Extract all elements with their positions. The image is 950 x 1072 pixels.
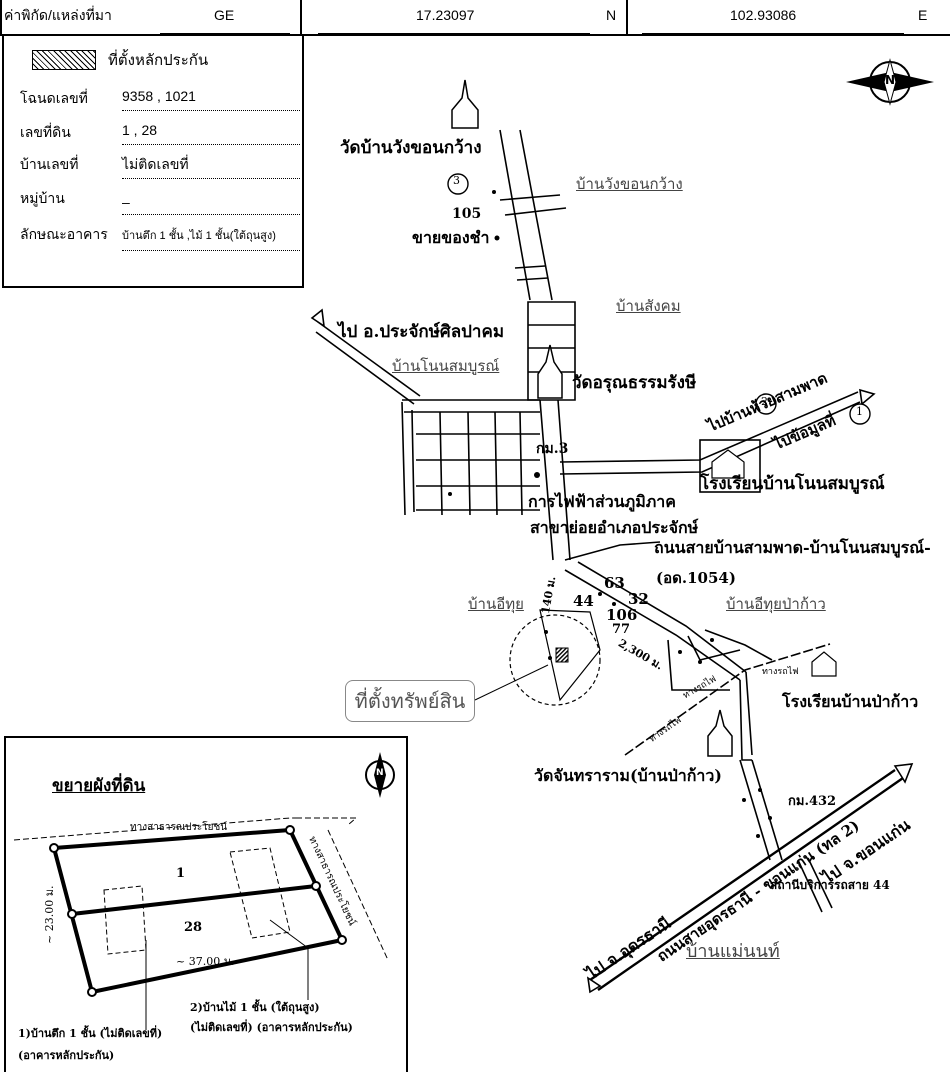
hatch-label: ที่ตั้งหลักประกัน: [108, 52, 209, 69]
inset-compass-icon: [365, 752, 395, 798]
label-105: 105: [452, 206, 482, 222]
label-km3: กม.3: [536, 441, 569, 457]
road-main: [539, 399, 571, 561]
inset-road-top: ทางสาธารณประโยชน์: [130, 822, 228, 833]
land-plot-divider: [71, 884, 317, 916]
hatch-swatch: [32, 50, 96, 70]
stupa-icon: [537, 344, 563, 399]
road-prachak: [315, 321, 421, 405]
inset-dim-height: ~ 23.00 ม.: [43, 885, 56, 944]
label-station: สถานีบริการรถสาย 44: [770, 878, 890, 892]
label-63: 63: [604, 574, 625, 592]
latitude-value: 17.23097: [416, 7, 475, 23]
label-road-1054-code: (อด.1054): [656, 569, 736, 587]
inset-compass-n: N: [376, 768, 384, 778]
label-pea-2: สาขาย่อยอำเภอประจักษ์: [530, 518, 699, 537]
inset-lot-1: 1: [176, 866, 186, 881]
label-ban-ithui-pa: บ้านอีทุยป่าก้าว: [726, 595, 826, 613]
divider: [122, 110, 300, 111]
inset-title: ขยายผังที่ดิน: [52, 776, 146, 796]
coord-source-value: GE: [214, 7, 235, 23]
divider: [300, 0, 302, 34]
divider: [0, 0, 2, 34]
inset-note-2b: (ไม่ติดเลขที่) (อาคารหลักประกัน): [190, 1021, 353, 1034]
label-32: 32: [628, 590, 649, 608]
road-1054: [564, 561, 747, 681]
label-ban-wang: บ้านวังขอนกว้าง: [576, 175, 683, 193]
railway: [624, 643, 831, 756]
arrow-udon: [586, 976, 602, 994]
highway: [589, 769, 904, 991]
circle-3-text: 3: [453, 174, 460, 187]
label-ban-sangkhom: บ้านสังคม: [616, 297, 681, 315]
label-ban-ithui: บ้านอีทุย: [468, 595, 524, 613]
label-ban-maenon: บ้านแม่นนท์: [686, 941, 780, 962]
house-no-value: ไม่ติดเลขที่: [122, 156, 189, 172]
building-label: ลักษณะอาคาร: [20, 226, 108, 242]
label-wat-wang: วัดบ้านวังขอนกว้าง: [340, 138, 482, 158]
deed-label: โฉนดเลขที่: [20, 90, 88, 106]
circle-2-text: 2: [761, 395, 768, 408]
inset-note-2a: 2)บ้านไม้ 1 ชั้น (ใต้ถุนสูง): [190, 1001, 320, 1014]
divider: [160, 33, 290, 34]
stupa-icon: [707, 709, 733, 757]
circle-marker-1: [849, 403, 871, 425]
house-no-label: บ้านเลขที่: [20, 156, 79, 172]
school-icon: [811, 651, 837, 677]
arrow-huaisam: [859, 388, 876, 406]
label-pea-1: การไฟฟ้าส่วนภูมิภาค: [528, 492, 676, 511]
compass-n-label: N: [885, 73, 896, 87]
label-106: 106: [606, 606, 638, 624]
road-north: [499, 129, 553, 301]
divider: [122, 178, 300, 179]
village-label: หมู่บ้าน: [20, 190, 65, 206]
divider: [122, 144, 300, 145]
village-value: –: [122, 194, 130, 210]
label-rail-1: ทางรถไฟ: [762, 667, 799, 677]
stupa-icon: [451, 79, 479, 129]
inset-lot-28: 28: [184, 920, 203, 935]
label-wat-arun: วัดอรุณธรรมรังษี: [572, 373, 697, 393]
label-shop: ขายของชำ: [412, 228, 490, 247]
label-44: 44: [573, 592, 594, 610]
arrow-khonkaen: [893, 763, 914, 784]
circle-marker-3: [447, 173, 469, 195]
longitude-value: 102.93086: [730, 7, 797, 23]
circle-1-text: 1: [856, 405, 863, 418]
circle-marker-2: [755, 393, 777, 415]
property-marker: [555, 647, 569, 663]
property-callout: ที่ตั้งทรัพย์สิน: [345, 680, 475, 722]
label-km432: กม.432: [788, 794, 837, 809]
land-no-label: เลขที่ดิน: [20, 124, 71, 140]
building-value: บ้านตึก 1 ชั้น ,ไม้ 1 ชั้น(ใต้ถุนสูง): [122, 230, 276, 242]
inset-dim-width: ~ 37.00 ม.: [176, 955, 235, 968]
label-road-1054: ถนนสายบ้านสามพาด-บ้านโนนสมบูรณ์-: [654, 538, 931, 557]
coordinates-header: ค่าพิกัด/แหล่งที่มา GE 17.23097 N 102.93…: [0, 0, 950, 36]
longitude-dir: E: [918, 7, 928, 23]
land-plan-inset: [4, 736, 408, 1072]
deed-value: 9358 , 1021: [122, 88, 196, 104]
divider: [626, 0, 628, 34]
label-to-prachak: ไป อ.ประจักษ์ศิลปาคม: [338, 322, 505, 342]
label-school-non: โรงเรียนบ้านโนนสมบูรณ์: [700, 474, 885, 494]
compass-icon: [846, 58, 934, 106]
label-ban-nonsomboon: บ้านโนนสมบูรณ์: [392, 357, 500, 375]
arrow-prachak: [310, 308, 326, 328]
inset-note-1b: (อาคารหลักประกัน): [18, 1049, 115, 1062]
label-school-pa: โรงเรียนบ้านป่าก้าว: [782, 692, 919, 711]
property-circle: [509, 614, 601, 706]
property-info-legend: ที่ตั้งหลักประกัน โฉนดเลขที่ 9358 , 1021…: [2, 36, 304, 288]
divider: [122, 214, 300, 215]
label-wat-chan: วัดจันทราราม(บ้านป่าก้าว): [534, 766, 722, 785]
divider: [318, 33, 590, 34]
divider: [642, 33, 904, 34]
label-77: 77: [612, 622, 631, 637]
coord-source-label: ค่าพิกัด/แหล่งที่มา: [4, 7, 112, 23]
divider: [122, 250, 300, 251]
school-icon: [711, 449, 745, 479]
latitude-dir: N: [606, 7, 617, 23]
land-no-value: 1 , 28: [122, 122, 158, 138]
inset-note-1a: 1)บ้านตึก 1 ชั้น (ไม่ติดเลขที่): [18, 1027, 163, 1040]
